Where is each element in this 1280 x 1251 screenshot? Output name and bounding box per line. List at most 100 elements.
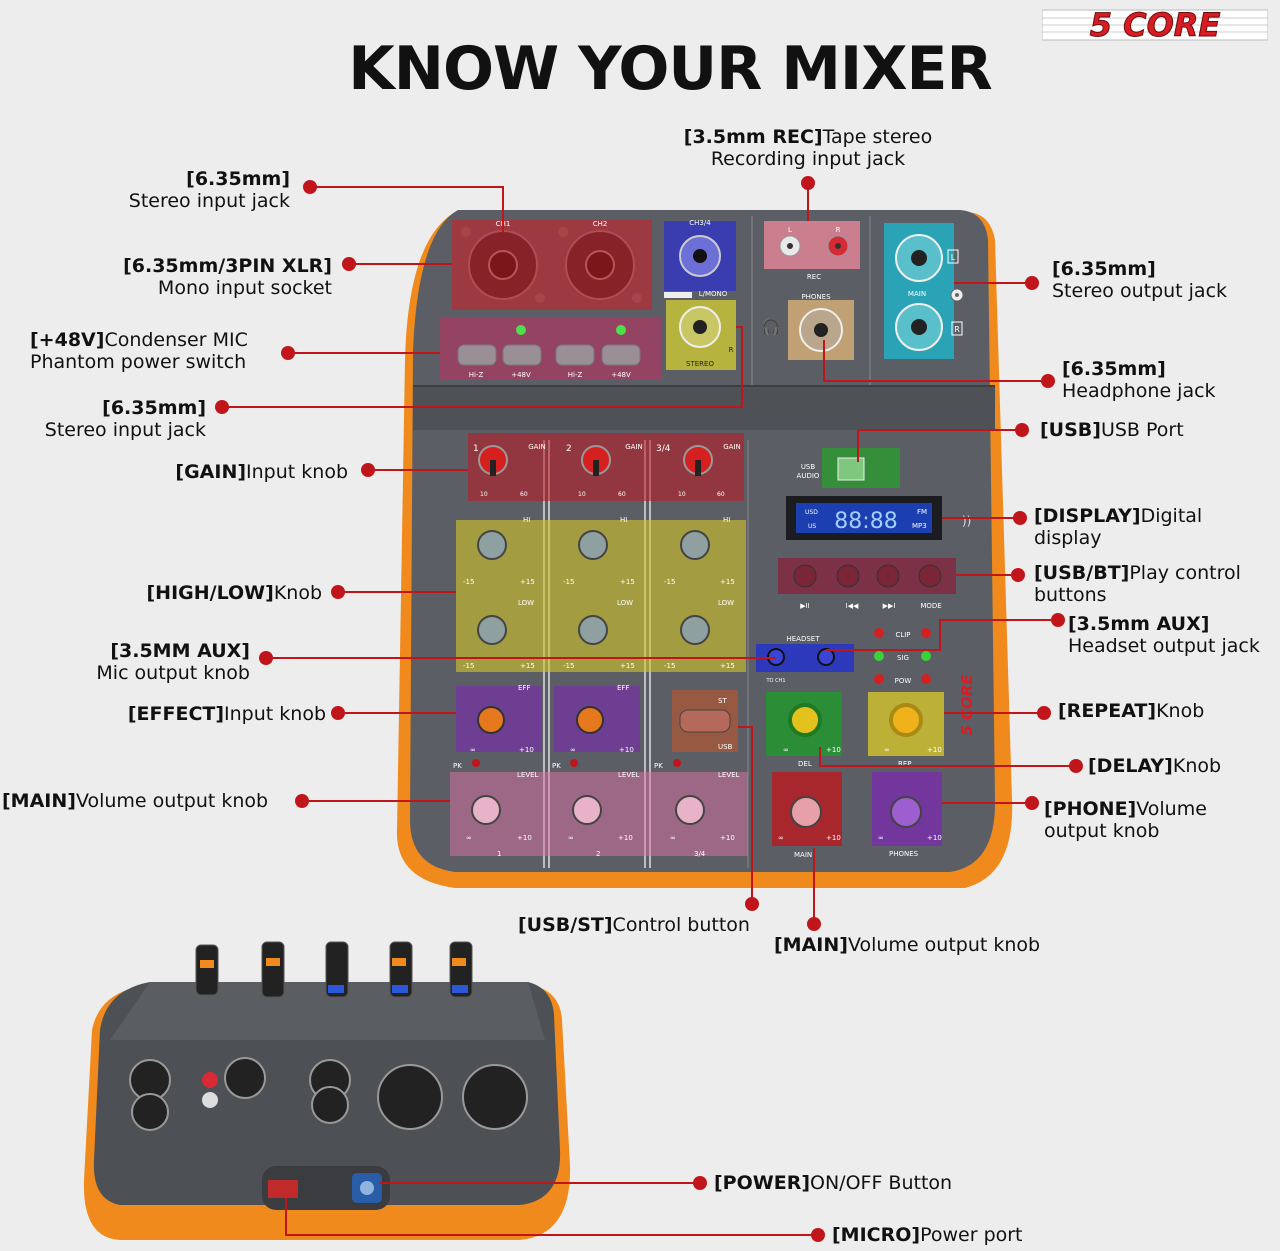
hiz-label-2: Hi-Z: [568, 371, 583, 379]
gain-max-2: 60: [618, 491, 626, 498]
callout-micro-port: [MICRO]Power port: [832, 1224, 1023, 1246]
pk-label-2: PK: [552, 762, 561, 770]
phones-max: +10: [927, 834, 942, 842]
callout-aux-headset: [3.5mm AUX]Headset output jack: [1068, 613, 1260, 657]
usb-port: [837, 457, 865, 481]
callout-effect-knob: [EFFECT]Input knob: [127, 703, 326, 725]
gain-min-3: 10: [678, 491, 686, 498]
gain-max-1: 60: [520, 491, 528, 498]
pk-led-1: [472, 759, 480, 767]
level-ch-3: 3/4: [694, 850, 706, 858]
phones-label: PHONES: [801, 293, 831, 301]
level-min-1: ∞: [466, 834, 472, 842]
leader-lines: [222, 183, 1076, 1236]
hi-label-2: HI: [620, 516, 627, 524]
gain-knob-ch1: [478, 445, 508, 476]
xlr-highlight: [452, 220, 652, 310]
level-min-2: ∞: [568, 834, 574, 842]
p48-switch-ch2: [601, 344, 641, 366]
play-pause-button: [793, 564, 817, 588]
rec-r-label: R: [836, 226, 841, 234]
gain-num-2: 2: [566, 444, 572, 454]
phones-volume-knob: [890, 796, 922, 828]
hi-max-2: +15: [620, 578, 635, 586]
callout-usb-port: [USB]USB Port: [1040, 419, 1184, 441]
p48-led-ch1: [516, 325, 526, 335]
level-ch-2: 2: [596, 850, 600, 858]
prev-button: [836, 564, 860, 588]
level-max-3: +10: [720, 834, 735, 842]
low-max-3: +15: [720, 662, 735, 670]
level-min-3: ∞: [670, 834, 676, 842]
panel-brand: 5 CORE: [958, 674, 976, 736]
repeat-knob: [889, 703, 923, 737]
rep-min: ∞: [884, 746, 890, 754]
leader-dots: [215, 176, 1083, 1242]
prev-label: I◀◀: [846, 602, 859, 610]
gain-label-3: GAIN: [723, 443, 741, 451]
hiz-switch-ch2: [555, 344, 595, 366]
micro-usb-port: [268, 1180, 298, 1198]
del-max: +10: [826, 746, 841, 754]
main-out-label: MAIN: [908, 290, 926, 298]
level-ch-1: 1: [497, 850, 501, 858]
gain-label-1: GAIN: [528, 443, 546, 451]
level-label-2: LEVEL: [618, 771, 640, 779]
hi-min-2: -15: [563, 578, 574, 586]
usb-st-button: [679, 709, 731, 733]
st-label: ST: [718, 697, 727, 705]
bluetooth-signal-icon: )): [962, 514, 971, 528]
mixer-side-view: [83, 941, 571, 1240]
low-min-2: -15: [563, 662, 574, 670]
display-mp3: MP3: [912, 522, 927, 530]
hi-min-1: -15: [463, 578, 474, 586]
rec-l-label: L: [788, 226, 792, 234]
display-us: US: [808, 523, 816, 530]
gain-knob-ch34: [683, 445, 713, 476]
low-min-1: -15: [463, 662, 474, 670]
del-label: DEL: [798, 760, 812, 768]
next-label: ▶▶I: [883, 602, 896, 610]
hi-knob-ch34: [680, 530, 710, 560]
eff-max-1: +10: [519, 746, 534, 754]
level-max-2: +10: [618, 834, 633, 842]
pk-led-2: [570, 759, 578, 767]
eff-label-1: EFF: [518, 684, 530, 692]
brand-logo: 5 CORE: [1042, 6, 1268, 44]
eff-min-2: ∞: [570, 746, 576, 754]
main-knob-label: MAIN: [794, 851, 812, 859]
p48-led-ch2: [616, 325, 626, 335]
hi-label-1: HI: [523, 516, 530, 524]
low-label-1: LOW: [518, 599, 534, 607]
hiz-switch-ch1: [457, 344, 497, 366]
main-min: ∞: [778, 834, 784, 842]
pk-led-3: [673, 759, 681, 767]
ch2-label: CH2: [593, 220, 608, 228]
callout-highlow-knob: [HIGH/LOW]Knob: [146, 582, 322, 604]
lmono-label: L/MONO: [699, 290, 728, 298]
callout-delay-knob: [DELAY]Knob: [1088, 755, 1222, 777]
next-button: [876, 564, 900, 588]
delay-knob: [788, 703, 822, 737]
low-label-3: LOW: [718, 599, 734, 607]
display-usd: USD: [805, 509, 818, 516]
eff-knob-ch2: [576, 706, 604, 734]
callout-repeat-knob: [REPEAT]Knob: [1058, 700, 1205, 722]
hi-label-3: HI: [723, 516, 730, 524]
r-label: R: [729, 346, 734, 354]
to-ch1-label: TO CH1: [765, 678, 785, 684]
low-label-2: LOW: [617, 599, 633, 607]
low-knob-ch34: [680, 615, 710, 645]
pk-label-3: PK: [654, 762, 663, 770]
hi-knob-ch1: [477, 530, 507, 560]
callout-stereo-output: [6.35mm]Stereo output jack: [1052, 258, 1228, 302]
play-pause-label: ▶II: [800, 602, 810, 610]
display-fm: FM: [917, 508, 927, 516]
phones-knob-label: PHONES: [889, 850, 919, 858]
mode-button: [918, 564, 942, 588]
eff-min-1: ∞: [470, 746, 476, 754]
level-knob-ch2: [572, 795, 602, 825]
